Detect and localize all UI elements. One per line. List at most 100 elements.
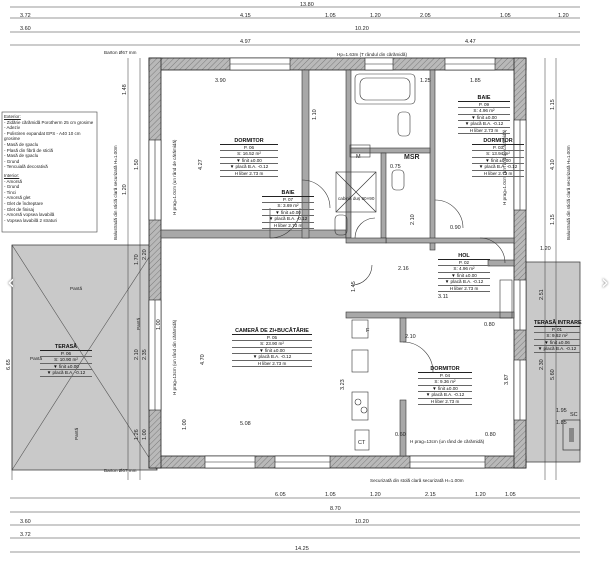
- bottom-railing-label: Securizată din stolă clară securizată H=…: [370, 478, 464, 483]
- dim-inner: 4.27: [198, 159, 204, 170]
- dim-inner: 0.90: [450, 225, 461, 231]
- shower-label: cabină duș 90×90: [338, 196, 375, 201]
- terrace-door-label: H prag=13cm (un rând din cărămidă): [172, 319, 177, 395]
- room-number: P. 04: [418, 373, 472, 380]
- dim-right: 1.15: [550, 99, 556, 110]
- dim-left: 2.10: [134, 349, 140, 360]
- room-slab-level: ▼ placă B.A. -0.12: [458, 121, 510, 128]
- dim-inner: 1.25: [420, 78, 431, 84]
- dim-inner: 3.23: [340, 379, 346, 390]
- dim-inner: 1.45: [351, 281, 357, 292]
- slope-label: Pantă: [30, 356, 42, 361]
- slope-label: Pantă: [70, 286, 82, 291]
- dim-right: 2.51: [539, 289, 545, 300]
- interior-walls: [160, 69, 515, 457]
- dim-inner: 3.87: [504, 374, 510, 385]
- room-area: S: 13.94 m²: [472, 151, 524, 158]
- room-name: HOL: [438, 253, 490, 260]
- legend-interior-title: Interior:: [4, 172, 20, 178]
- dim-top-r1: 1.20: [370, 13, 381, 19]
- legend-box: [1, 111, 98, 233]
- dim-top-r3: 4.97: [240, 39, 251, 45]
- legend-item: - Tinci: [4, 189, 17, 195]
- room-name: DORMITOR: [472, 138, 524, 145]
- washer-label: M: [356, 154, 361, 160]
- room-slab-level: ▼ placă B.A. -0.12: [438, 279, 490, 286]
- legend-exterior-title: Exterior:: [4, 114, 21, 119]
- right-railing-label: Balustradă din sticlă clară securizată H…: [566, 145, 571, 240]
- dim-left: 1.00: [142, 429, 148, 440]
- legend-item: - Plasă din fibră de sticlă: [4, 147, 54, 153]
- legend-item: - Amorsă glet: [4, 195, 31, 201]
- left-railing-label: Balustradă din sticlă clară securizată H…: [113, 145, 118, 240]
- dim-inner: 1.00: [156, 319, 162, 330]
- room-number: P. 01: [534, 327, 580, 334]
- room-name: CAMERĂ DE ZI+BUCĂTĂRIE: [232, 328, 312, 335]
- dim-inner: 1.85: [470, 78, 481, 84]
- room-number: P. 09: [458, 102, 510, 109]
- room-name: TERASĂ: [40, 344, 92, 351]
- room-name: TERASĂ INTRARE: [534, 320, 582, 327]
- room-floor-level: ▼ finit ±0.06: [534, 340, 580, 347]
- legend-item: - Zidărie cărămidă Porotherm 25 cm grosi…: [4, 119, 94, 125]
- dim-bot-r1: 1.05: [325, 492, 336, 498]
- dim-left: 1.50: [134, 159, 140, 170]
- room-name: DORMITOR: [220, 138, 278, 145]
- room-floor-level: ▼ finit ±0.00: [262, 210, 314, 217]
- dim-inner: 2.10: [405, 334, 416, 340]
- dim-inner: 1.85: [556, 420, 567, 426]
- room-area: S: 10.90 m²: [40, 357, 92, 364]
- dim-bot-r1: 1.20: [475, 492, 486, 498]
- room-number: P. 06: [220, 145, 278, 152]
- room-floor-level: ▼ finit ±0.00: [232, 348, 312, 355]
- dim-inner: 1.20: [540, 246, 551, 252]
- legend-item: - Vopsea lavabilă 2 straturi: [4, 217, 58, 223]
- legend: Exterior: - Zidărie cărămidă Porotherm 2…: [4, 114, 96, 223]
- slope-label: Pantă: [74, 428, 79, 440]
- left-window-label: H prag=1.0cm (un rând de cărămidă): [172, 139, 177, 215]
- room-area: S: 3.69 m²: [262, 203, 314, 210]
- dim-bot-r2: 8.70: [330, 506, 341, 512]
- fridge-label: F: [366, 328, 370, 334]
- room-number: P. 07: [262, 197, 314, 204]
- next-arrow-icon[interactable]: ›: [601, 270, 609, 294]
- room-name: DORMITOR: [418, 366, 472, 373]
- prev-arrow-icon[interactable]: ‹: [7, 270, 15, 294]
- room-floor-level: ▼ finit ±0.00: [458, 115, 510, 122]
- dim-inner: 0.60: [395, 432, 406, 438]
- room-slab-level: ▼ placă B.A. -0.12: [220, 164, 278, 171]
- dim-inner: 5.08: [240, 421, 251, 427]
- dim-left: 1.26: [134, 429, 140, 440]
- room-height: H liber 2.73 m: [472, 171, 524, 178]
- window-bottom-label: H prag=13cm (un rând de cărămidă): [410, 439, 485, 444]
- room-height: H liber 2.73 m: [220, 171, 278, 178]
- room-area: S: 4.96 m²: [458, 108, 510, 115]
- terrace-right: [519, 261, 581, 463]
- dim-right: 5.60: [550, 369, 556, 380]
- dim-bot-r1: 1.20: [370, 492, 381, 498]
- dim-inner: 0.80: [485, 432, 496, 438]
- boiler-label: CT: [358, 440, 366, 446]
- room-height: H liber 2.73 m: [262, 223, 314, 230]
- room-floor-level: ▼ finit ±0.00: [418, 386, 472, 393]
- legend-item: - Amorsă vopsea lavabilă: [4, 212, 55, 218]
- dim-left: 2.35: [142, 349, 148, 360]
- room-slab-level: ▼ placă B.A. -0.12: [472, 164, 524, 171]
- dim-left: 1.20: [122, 184, 128, 195]
- room-slab-level: ▼ placă B.A. -0.12: [232, 354, 312, 361]
- room-name: BAIE: [458, 95, 510, 102]
- dimension-lines: [10, 6, 580, 553]
- legend-item: - Amorsă: [4, 178, 23, 184]
- room-slab-level: ▼ placă B.A. -0.12: [262, 216, 314, 223]
- exterior-walls: [148, 57, 527, 469]
- beam-bottom-label: Barton Ø67 mm: [104, 468, 137, 473]
- room-area: S: 9.62 m²: [534, 333, 580, 340]
- dim-inner: 1.10: [312, 109, 318, 120]
- dim-top-r1: 1.05: [500, 13, 511, 19]
- legend-item: - Grund: [4, 158, 20, 164]
- dim-top-r1: 1.20: [558, 13, 569, 19]
